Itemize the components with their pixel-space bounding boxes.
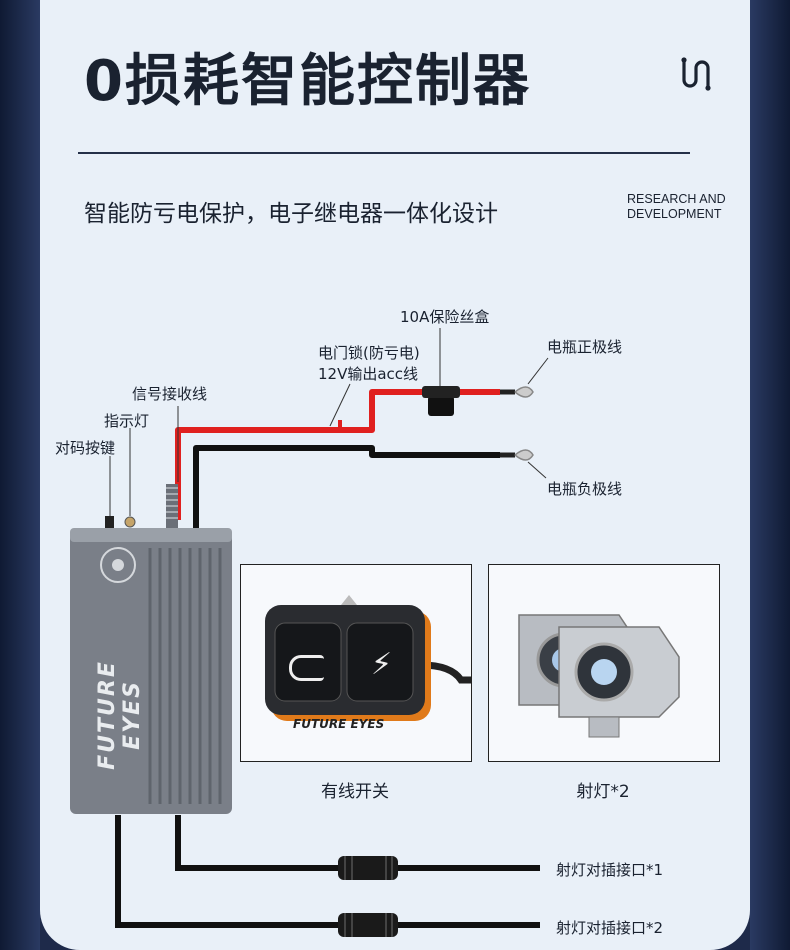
controller-box <box>70 528 232 814</box>
negative-terminal <box>500 449 534 461</box>
headlight-icon <box>289 655 324 681</box>
switch-caption: 有线开关 <box>321 782 389 802</box>
fuse-box-label: 10A保险丝盒 <box>400 308 490 326</box>
switch-image-box: ⚡ FUTURE EYES <box>240 564 472 762</box>
battery-positive-label: 电瓶正极线 <box>547 338 623 356</box>
output-cable-2 <box>115 815 540 928</box>
spot-connector-2-label: 射灯对插接口*2 <box>556 919 664 937</box>
door-lock-label-2: 12V输出acc线 <box>318 365 419 383</box>
pair-button-label: 对码按键 <box>55 439 116 457</box>
battery-negative-label: 电瓶负极线 <box>547 480 623 498</box>
spotlights <box>518 614 680 738</box>
signal-wire-label: 信号接收线 <box>132 385 208 403</box>
wired-switch <box>265 595 471 721</box>
research-tag-line2: DEVELOPMENT <box>627 207 722 221</box>
controller-brand: FUTURE EYES <box>95 660 145 770</box>
pair-button <box>105 516 114 528</box>
output-cable-1 <box>175 815 540 871</box>
research-tag-line1: RESEARCH AND <box>627 192 726 206</box>
acc-wire <box>310 420 342 432</box>
spot-connector-1-label: 射灯对插接口*1 <box>556 861 664 879</box>
spotlight-front <box>558 626 680 738</box>
signal-antenna <box>166 484 178 528</box>
positive-terminal <box>500 386 534 398</box>
black-wire <box>193 445 500 530</box>
indicator-light-label: 指示灯 <box>104 412 150 430</box>
title-divider <box>78 152 690 154</box>
lightning-icon: ⚡ <box>371 647 393 682</box>
indicator-light <box>124 516 136 528</box>
frame-right <box>750 0 790 950</box>
frame-left <box>0 0 40 950</box>
connector-2 <box>338 913 398 937</box>
spotlight-image-box <box>488 564 720 762</box>
wire-coil-icon <box>681 57 711 91</box>
switch-brand: FUTURE EYES <box>293 717 385 731</box>
spotlight-caption: 射灯*2 <box>576 782 630 802</box>
subtitle: 智能防亏电保护，电子继电器一体化设计 <box>84 201 498 227</box>
fuse-box <box>422 386 460 416</box>
research-tag: RESEARCH AND DEVELOPMENT <box>627 192 726 222</box>
connector-1 <box>338 856 398 880</box>
door-lock-label-1: 电门锁(防亏电) <box>318 344 420 362</box>
page-title: 0损耗智能控制器 <box>84 49 531 114</box>
